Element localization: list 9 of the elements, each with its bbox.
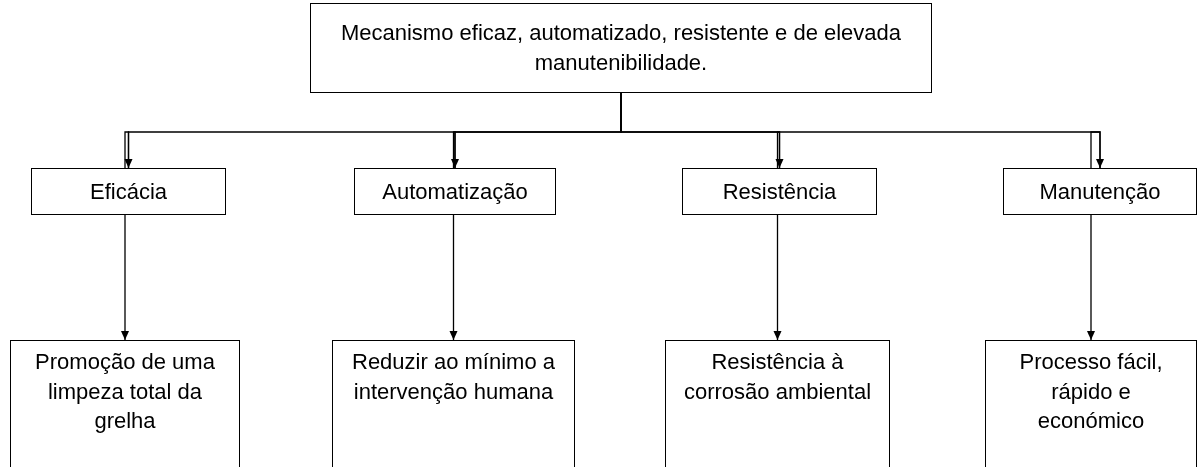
text-box: Manutenção bbox=[1003, 168, 1197, 215]
text-box: Eficácia bbox=[31, 168, 226, 215]
text-box: Mecanismo eficaz, automatizado, resistente e de elevada manutenibilidade. bbox=[310, 3, 932, 93]
text-box: Resistência à corrosão ambiental bbox=[665, 340, 890, 467]
text-box: Automatização bbox=[354, 168, 556, 215]
text-box: Resistência bbox=[682, 168, 877, 215]
text-box: Reduzir ao mínimo a intervenção humana bbox=[332, 340, 575, 467]
text-box: Promoção de uma limpeza total da grelha bbox=[10, 340, 240, 467]
text-box: Processo fácil, rápido e económico bbox=[985, 340, 1197, 467]
